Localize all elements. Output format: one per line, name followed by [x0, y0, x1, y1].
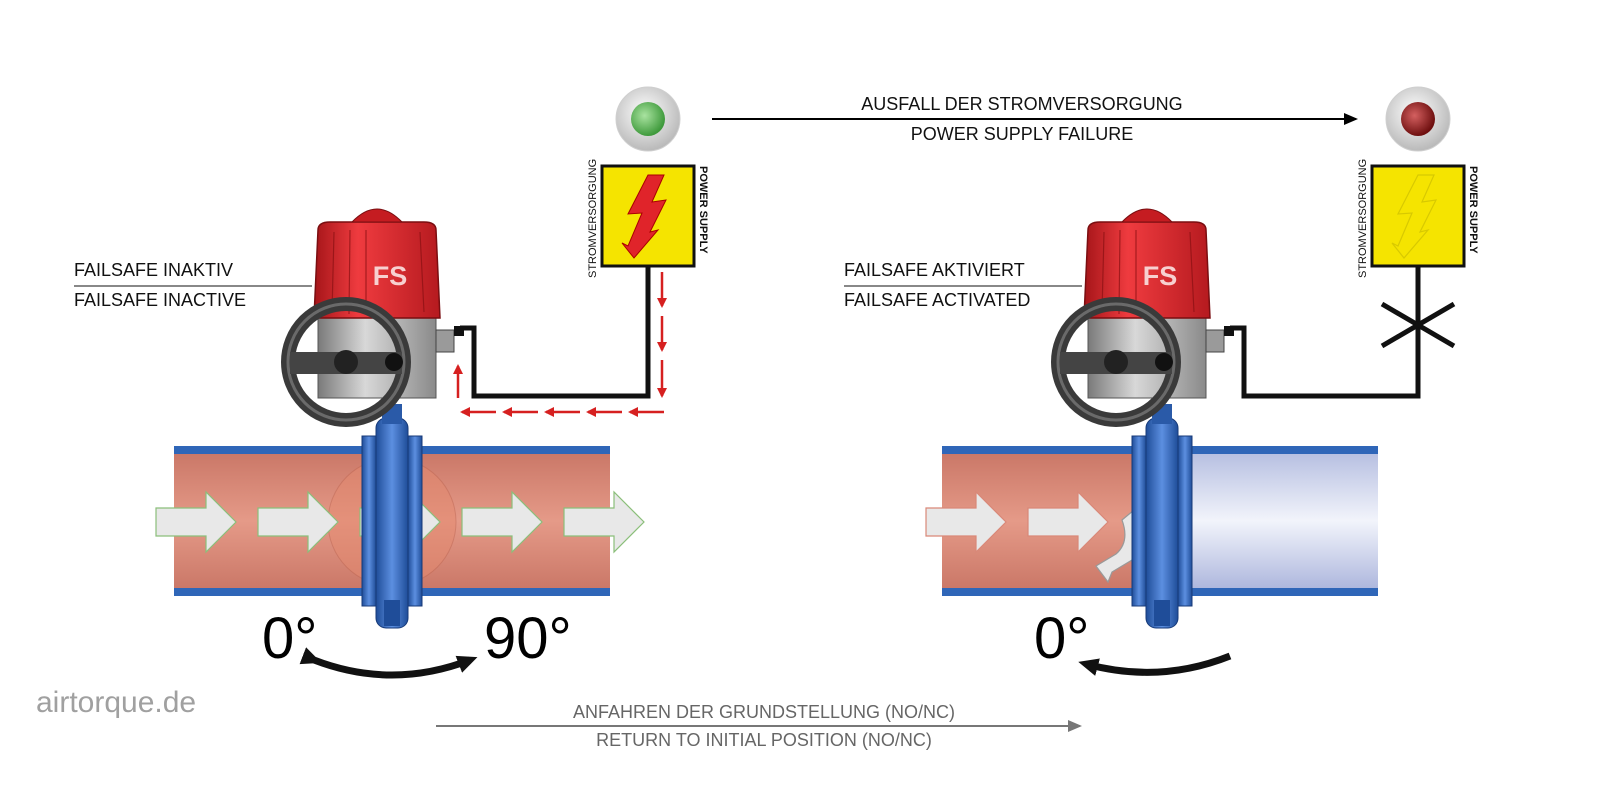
transition-label-en: RETURN TO INITIAL POSITION (NO/NC): [596, 730, 932, 750]
power-box-label-en: POWER SUPPLY: [1467, 166, 1479, 254]
angle-indicator: 0° 90°: [262, 606, 572, 679]
failsafe-label: FAILSAFE AKTIVIERT FAILSAFE ACTIVATED: [844, 260, 1082, 310]
angle-start: 0°: [262, 606, 317, 671]
brand-label: airtorque.de: [36, 686, 197, 719]
failsafe-label-en: FAILSAFE INACTIVE: [74, 290, 246, 310]
actuator-badge: FS: [1143, 261, 1178, 291]
rotation-arrow-icon: [299, 647, 478, 679]
flow-arrow-icon: [1027, 490, 1109, 554]
lightning-icon: [621, 174, 667, 259]
handwheel-icon: [281, 297, 411, 427]
left-state: STROMVERSORGUNG POWER SUPPLY: [74, 86, 709, 679]
top-transition: AUSFALL DER STROMVERSORGUNG POWER SUPPLY…: [712, 94, 1358, 144]
indicator-lamp-icon: [615, 86, 681, 152]
power-supply-box: STROMVERSORGUNG POWER SUPPLY: [1357, 159, 1479, 278]
bottom-transition: ANFAHREN DER GRUNDSTELLUNG (NO/NC) RETUR…: [436, 702, 1082, 750]
valve-body: [1131, 404, 1193, 629]
actuator-badge: FS: [373, 261, 408, 291]
failsafe-label-de: FAILSAFE INAKTIV: [74, 260, 233, 280]
power-box-label-de: STROMVERSORGUNG: [587, 159, 599, 278]
transition-label-de: AUSFALL DER STROMVERSORGUNG: [861, 94, 1182, 114]
flow-arrow-icon: [155, 490, 237, 554]
valve-body: [361, 404, 423, 629]
power-box-label-en: POWER SUPPLY: [697, 166, 709, 254]
handwheel-icon: [1051, 297, 1181, 427]
failsafe-label-en: FAILSAFE ACTIVATED: [844, 290, 1030, 310]
flow-arrow-icon: [461, 490, 543, 554]
cut-wire-icon: [1380, 301, 1456, 349]
power-wire: [1230, 266, 1421, 399]
signal-arrows: [453, 272, 667, 417]
power-supply-box: STROMVERSORGUNG POWER SUPPLY: [587, 159, 709, 278]
indicator-lamp-icon: [1385, 86, 1451, 152]
power-wire: [460, 266, 651, 399]
angle-end: 90°: [484, 606, 572, 671]
flow-arrow-icon: [257, 490, 339, 554]
transition-label-de: ANFAHREN DER GRUNDSTELLUNG (NO/NC): [573, 702, 955, 722]
flow-arrow-icon: [925, 490, 1007, 554]
rotation-arrow-icon: [1078, 652, 1232, 676]
lightning-icon: [1391, 174, 1438, 259]
angle-start: 0°: [1034, 606, 1089, 671]
right-state: STROMVERSORGUNG POWER SUPPLY: [844, 86, 1479, 676]
flow-arrow-icon: [563, 490, 645, 554]
failsafe-label: FAILSAFE INAKTIV FAILSAFE INACTIVE: [74, 260, 312, 310]
transition-label-en: POWER SUPPLY FAILURE: [911, 124, 1133, 144]
power-box-label-de: STROMVERSORGUNG: [1357, 159, 1369, 278]
failsafe-label-de: FAILSAFE AKTIVIERT: [844, 260, 1025, 280]
angle-indicator: 0°: [1034, 606, 1232, 676]
